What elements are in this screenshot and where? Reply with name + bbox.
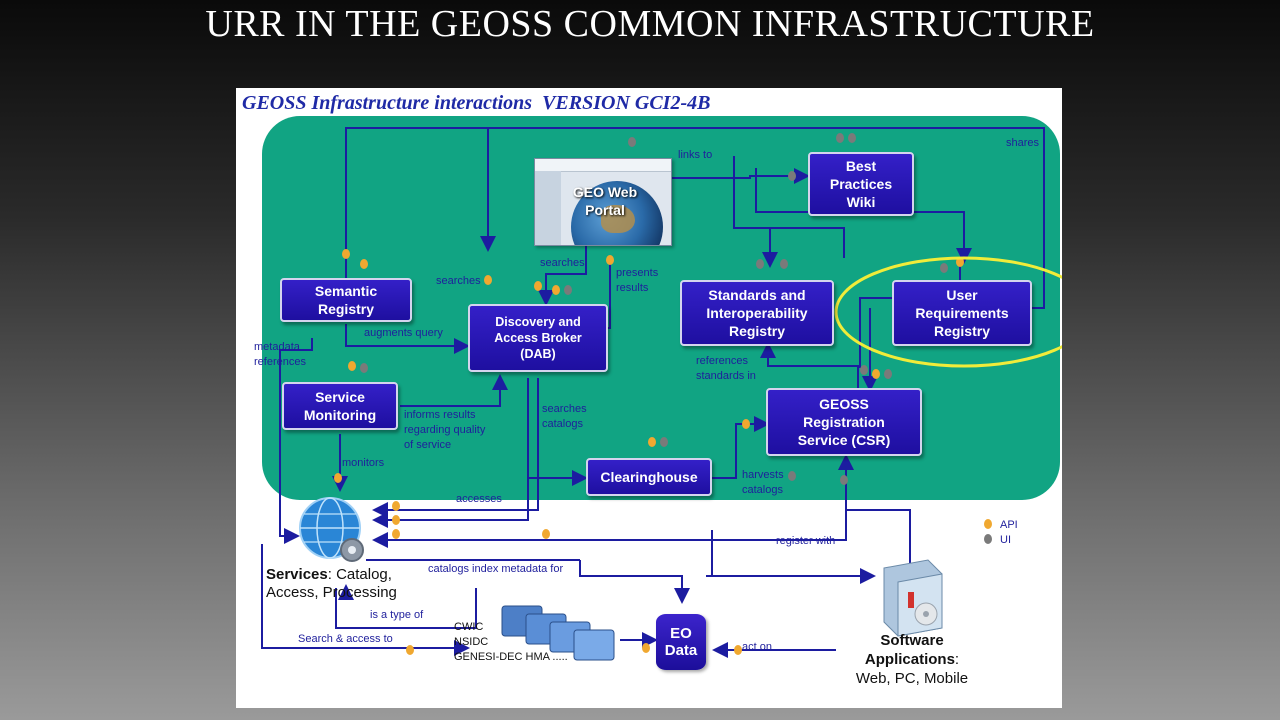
label-monitors: monitors: [342, 457, 385, 469]
label-is-a-type-of: is a type of: [370, 609, 424, 621]
portal-sidebar: [535, 171, 561, 245]
geo-web-portal: GEO Web Portal: [534, 158, 672, 246]
label-accesses: accesses: [456, 493, 502, 505]
ui-dot-icon: [984, 534, 992, 544]
services-globe-icon: [299, 497, 364, 562]
legend-ui-label: UI: [1000, 534, 1011, 546]
legend-item-api: API: [984, 518, 1018, 533]
software-caption: Software Applications: Web, PC, Mobile: [844, 631, 980, 688]
urr-highlight: [834, 256, 1062, 368]
legend: API UI: [984, 518, 1018, 548]
connector-lines: [261, 127, 1062, 661]
label-search-access-to: Search & access to: [298, 633, 393, 645]
services-caption: Services: Catalog, Access, Processing: [266, 566, 397, 602]
label-references-standards: references standards in: [696, 355, 756, 382]
geoss-registration-service: GEOSS Registration Service (CSR): [766, 388, 922, 456]
eo-data: EO Data: [656, 614, 706, 670]
label-harvests-catalogs: harvests catalogs: [742, 469, 784, 496]
service-monitoring: Service Monitoring: [282, 382, 398, 430]
label-searches-1: searches: [436, 275, 481, 287]
software-caption-bold: Software Applications: [864, 632, 955, 668]
diagram-title: GEOSS Infrastructure interactions VERSIO…: [242, 92, 711, 114]
diagram-panel: GEOSS Infrastructure interactions VERSIO…: [236, 88, 1062, 708]
label-links-to: links to: [678, 149, 713, 161]
portal-browser-bar: [535, 159, 671, 172]
best-practices-wiki: Best Practices Wiki: [808, 152, 914, 216]
label-catalogs-index: catalogs index metadata for: [428, 563, 564, 575]
discovery-access-broker: Discovery and Access Broker (DAB): [468, 304, 608, 372]
slide-title: URR IN THE GEOSS COMMON INFRASTRUCTURE: [205, 3, 1095, 45]
legend-item-ui: UI: [984, 533, 1018, 548]
standards-interoperability-registry: Standards and Interoperability Registry: [680, 280, 834, 346]
clearinghouse: Clearinghouse: [586, 458, 712, 496]
services-caption-bold: Services: [266, 566, 328, 583]
label-shares: shares: [1006, 137, 1040, 149]
api-dot-icon: [984, 519, 992, 529]
software-caption-rest: : Web, PC, Mobile: [855, 651, 969, 687]
portal-label: GEO Web Portal: [572, 184, 638, 218]
label-act-on: act on: [742, 641, 772, 653]
user-requirements-registry: User Requirements Registry: [892, 280, 1032, 346]
label-searches-2: searches: [540, 257, 585, 269]
label-presents-results: presents results: [616, 267, 659, 294]
label-catalogs-list: CWIC NSIDC GENESI-DEC HMA .....: [454, 621, 568, 663]
services-caption-rest: : Catalog, Access, Processing: [266, 566, 397, 601]
software-box-icon: [883, 559, 943, 637]
label-metadata-references: metadata references: [254, 341, 306, 368]
label-searches-catalogs: searches catalogs: [542, 403, 587, 430]
catalog-folders-icon: [501, 605, 615, 661]
label-informs-results: informs results regarding quality of ser…: [404, 409, 486, 451]
label-register-with: register with: [776, 535, 836, 547]
semantic-registry: Semantic Registry: [280, 278, 412, 322]
legend-api-label: API: [1000, 519, 1018, 531]
label-augments-query: augments query: [364, 327, 443, 339]
portal-globe-land: [601, 205, 635, 233]
